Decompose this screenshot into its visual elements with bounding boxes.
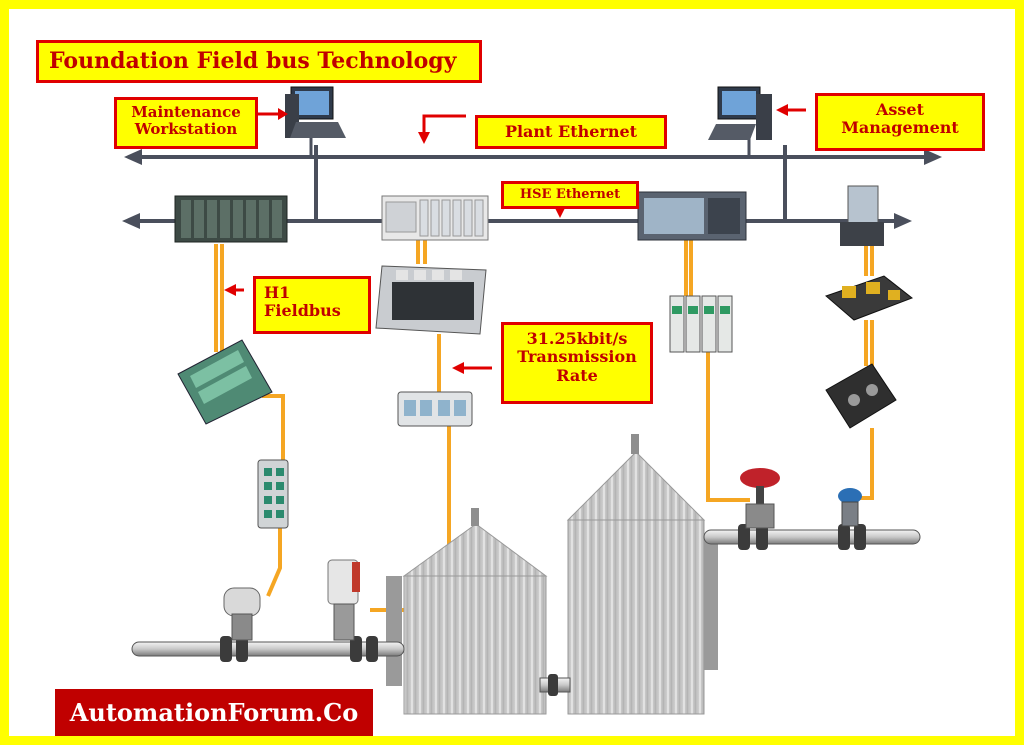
label-transmission-rate: 31.25kbit/s Transmission Rate [501, 322, 653, 404]
label-asset-management: Asset Management [815, 93, 985, 151]
diagram-title: Foundation Field bus Technology [36, 40, 482, 83]
brand-banner: AutomationForum.Co [55, 689, 373, 736]
actuated-valve-left [327, 559, 360, 641]
label-line: Maintenance [131, 103, 241, 121]
label-line: HSE Ethernet [519, 187, 621, 202]
terminal-coupler [825, 275, 914, 321]
label-line: H1 [264, 283, 291, 302]
controller-right [637, 191, 747, 241]
hse-linking-device [840, 185, 884, 246]
control-valve-right [740, 468, 780, 529]
flow-transmitter [838, 488, 862, 527]
maintenance-workstation-computer [285, 86, 346, 138]
process-pipe-top [703, 524, 921, 550]
junction-block-left [257, 459, 289, 529]
label-line: Fieldbus [264, 301, 341, 321]
silo-left [386, 508, 548, 715]
label-line: Asset [876, 100, 924, 119]
barrier-modules [669, 295, 733, 353]
label-h1-fieldbus: H1 Fieldbus [253, 276, 371, 334]
fieldbus-network-diagram [122, 86, 942, 715]
silo-right [566, 434, 718, 715]
power-conditioner-module [375, 265, 487, 335]
label-plant-ethernet: Plant Ethernet [475, 115, 667, 149]
h1-interface-module [177, 339, 273, 425]
label-line: Management [841, 118, 959, 138]
controller-rack-left [174, 195, 288, 243]
label-hse-ethernet: HSE Ethernet [501, 181, 639, 209]
label-line: Rate [556, 365, 598, 385]
segment-protector [825, 363, 897, 429]
controller-plc-center [381, 195, 489, 241]
plant-ethernet-bus [124, 149, 942, 165]
junction-block-center [397, 391, 473, 427]
label-line: 31.25kbit/s [526, 329, 628, 348]
process-pipe-bottom [131, 636, 571, 696]
asset-management-computer [708, 86, 772, 140]
label-maintenance-workstation: Maintenance Workstation [114, 97, 258, 149]
label-line: Transmission [517, 347, 637, 367]
label-line: Plant Ethernet [504, 122, 638, 141]
label-line: Workstation [134, 120, 238, 139]
pressure-transmitter [223, 587, 261, 641]
